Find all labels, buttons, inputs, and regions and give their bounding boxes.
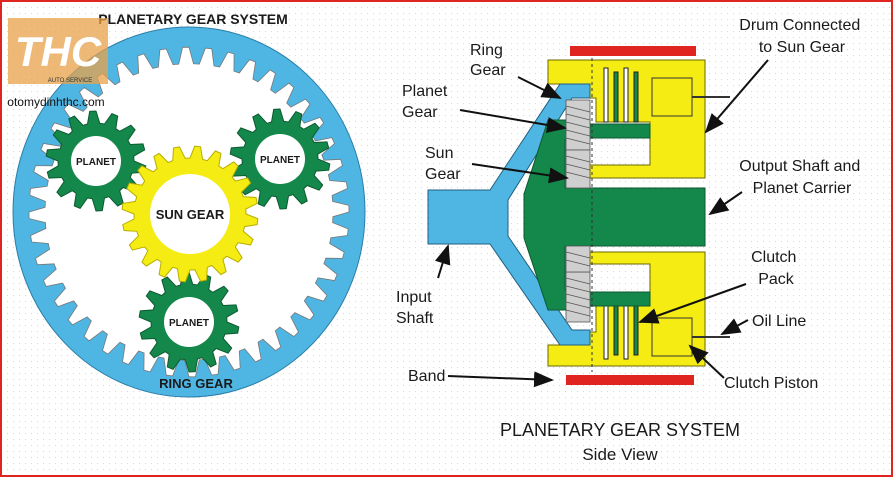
sun-gear: SUN GEAR — [121, 145, 259, 283]
planet-gear-teeth — [565, 99, 591, 323]
side-view-title: PLANETARY GEAR SYSTEM — [500, 420, 740, 440]
label-ring-gear: Ring Gear — [470, 42, 507, 79]
clutch-piston-bottom — [651, 317, 693, 357]
planet-label-3: PLANET — [169, 318, 209, 329]
clutch-piston-top — [651, 77, 693, 117]
front-view-title: PLANETARY GEAR SYSTEM — [98, 11, 288, 27]
side-view: Ring Gear Planet Gear Sun Gear Input Sha… — [396, 17, 864, 464]
label-sun-gear: Sun Gear — [425, 145, 461, 183]
watermark-logo: THC AUTO SERVICE otomydinhthc.com — [7, 18, 108, 109]
band-bottom — [566, 375, 694, 385]
label-clutch-pack: Clutch Pack — [751, 249, 801, 288]
clutch-pack-top — [603, 67, 639, 123]
planet-gear-top-right: PLANET — [229, 108, 331, 210]
planet-label-2: PLANET — [260, 155, 300, 166]
front-view: PLANETARY GEAR SYSTEM PLANET PLANET PLAN… — [12, 11, 366, 398]
planet-label-1: PLANET — [76, 157, 116, 168]
label-oil-line: Oil Line — [752, 313, 806, 330]
logo-subtext: AUTO SERVICE — [48, 78, 92, 84]
leader-arrows — [434, 59, 769, 388]
sun-gear-label: SUN GEAR — [156, 207, 225, 222]
band-top — [570, 46, 696, 56]
label-drum: Drum Connected to Sun Gear — [739, 17, 864, 56]
label-band: Band — [408, 368, 445, 385]
side-view-subtitle: Side View — [582, 445, 658, 464]
ring-gear-label: RING GEAR — [159, 376, 233, 391]
label-clutch-piston: Clutch Piston — [724, 375, 818, 392]
label-output-shaft: Output Shaft and Planet Carrier — [739, 158, 864, 197]
label-planet-gear: Planet Gear — [402, 83, 452, 121]
planet-gear-top-left: PLANET — [45, 110, 147, 212]
label-input-shaft: Input Shaft — [396, 289, 436, 327]
planet-gear-bottom: PLANET — [138, 271, 240, 373]
watermark-url: otomydinhthc.com — [7, 95, 104, 109]
input-shaft — [427, 83, 591, 346]
logo-text: THC — [15, 28, 102, 75]
